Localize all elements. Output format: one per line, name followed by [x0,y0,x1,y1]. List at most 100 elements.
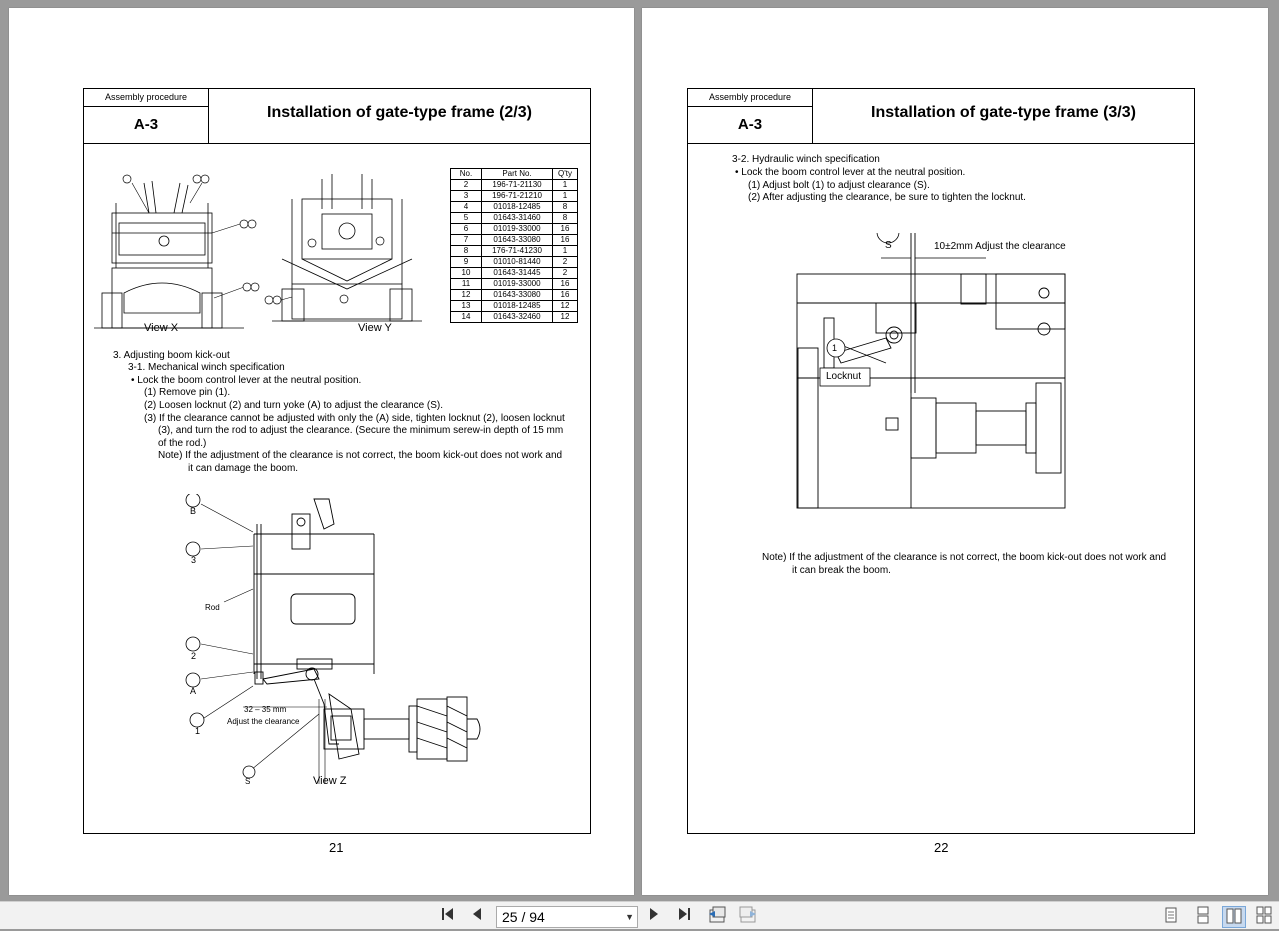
cell-qty: 12 [552,311,578,323]
clearance-dimension-label: 10±2mm Adjust the clearance [934,241,1066,252]
locknut-label: Locknut [826,371,862,382]
two-page-view-icon[interactable] [1222,906,1246,928]
cell-part-no: 01018-12485 [481,201,553,213]
cell-qty: 8 [552,212,578,224]
note-line-2: it can damage the boom. [188,463,299,474]
parts-table-header-row: No. Part No. Q'ty [450,168,578,180]
last-page-icon[interactable] [673,906,695,926]
procedure-code: A-3 [133,116,159,133]
cell-part-no: 01643-33080 [481,289,553,301]
col-header-no: No. [450,168,482,180]
cell-qty: 1 [552,190,578,202]
note-line-2: it can break the boom. [792,565,891,576]
note-line-1: Note) If the adjustment of the clearance… [762,552,1167,563]
continuous-view-icon[interactable] [1192,906,1214,926]
cell-part-no: 01643-33080 [481,234,553,246]
cell-no: 3 [450,190,482,202]
cell-qty: 2 [552,256,578,268]
cell-no: 11 [450,278,482,290]
instruction-bullet: • Lock the boom control lever at the neu… [131,375,362,386]
col-header-part-no: Part No. [481,168,553,180]
callout-2: 2 [191,651,197,661]
page-number-input[interactable]: 25 / 94 ▼ [496,906,638,928]
cell-part-no: 01018-12485 [481,300,553,312]
page-indicator-text: 25 / 94 [502,909,545,925]
header-left-cell: Assembly procedure A-3 [84,89,209,143]
cell-qty: 16 [552,289,578,301]
cell-no: 10 [450,267,482,279]
hydraulic-winch-diagram [796,233,1066,509]
go-back-icon[interactable] [706,906,728,926]
procedure-label: Assembly procedure [84,89,208,107]
procedure-label: Assembly procedure [688,89,812,107]
label-rod: Rod [205,603,220,612]
cell-part-no: 196-71-21210 [481,190,553,202]
page-number: 21 [329,840,344,855]
cell-no: 13 [450,300,482,312]
adjust-clearance-label: Adjust the clearance [227,717,300,726]
callout-b: B [190,506,197,516]
first-page-icon[interactable] [437,906,459,926]
page-frame: Assembly procedure A-3 Installation of g… [687,88,1195,834]
cell-qty: 16 [552,234,578,246]
view-y-diagram [264,174,422,322]
cell-no: 8 [450,245,482,257]
col-header-qty: Q'ty [552,168,578,180]
page-header: Assembly procedure A-3 Installation of g… [688,89,1194,144]
cell-no: 12 [450,289,482,301]
cell-no: 9 [450,256,482,268]
document-page-22: Assembly procedure A-3 Installation of g… [642,8,1268,895]
subsection-heading: 3-2. Hydraulic winch specification [732,154,880,165]
step-3-line-1: (3) If the clearance cannot be adjusted … [144,413,565,424]
instruction-bullet: • Lock the boom control lever at the neu… [735,167,966,178]
page-frame: Assembly procedure A-3 Installation of g… [83,88,591,834]
cell-no: 5 [450,212,482,224]
header-left-cell: Assembly procedure A-3 [688,89,813,143]
cell-no: 14 [450,311,482,323]
callout-s: S [245,777,251,786]
step-3-line-2: (3), and turn the rod to adjust the clea… [158,425,564,436]
subsection-heading: 3-1. Mechanical winch specification [128,362,285,373]
pdf-navigation-toolbar: 25 / 94 ▼ [0,901,1279,929]
cell-part-no: 176-71-41230 [481,245,553,257]
procedure-code: A-3 [737,116,763,133]
cell-qty: 12 [552,300,578,312]
prev-page-icon[interactable] [466,906,488,926]
go-forward-icon[interactable] [737,906,759,926]
single-page-view-icon[interactable] [1160,906,1182,926]
callout-1: 1 [195,726,201,736]
cell-qty: 16 [552,278,578,290]
cell-qty: 16 [552,223,578,235]
two-page-continuous-view-icon[interactable] [1253,906,1275,926]
step-2: (2) Loosen locknut (2) and turn yoke (A)… [144,400,444,411]
cell-qty: 1 [552,179,578,191]
next-page-icon[interactable] [643,906,665,926]
cell-part-no: 01643-31460 [481,212,553,224]
page-header: Assembly procedure A-3 Installation of g… [84,89,590,144]
view-z-label: View Z [313,775,347,787]
callout-s: S [885,240,892,251]
cell-part-no: 01643-32460 [481,311,553,323]
view-x-diagram [94,174,260,329]
step-3-line-3: of the rod.) [158,438,207,449]
document-page-21: Assembly procedure A-3 Installation of g… [9,8,634,895]
cell-part-no: 01643-31445 [481,267,553,279]
cell-part-no: 01019-33000 [481,278,553,290]
dimension-label: 32 – 35 mm [244,705,287,714]
step-2: (2) After adjusting the clearance, be su… [748,192,1026,203]
section-heading: 3. Adjusting boom kick-out [113,350,230,361]
cell-no: 4 [450,201,482,213]
chevron-down-icon[interactable]: ▼ [625,912,634,922]
